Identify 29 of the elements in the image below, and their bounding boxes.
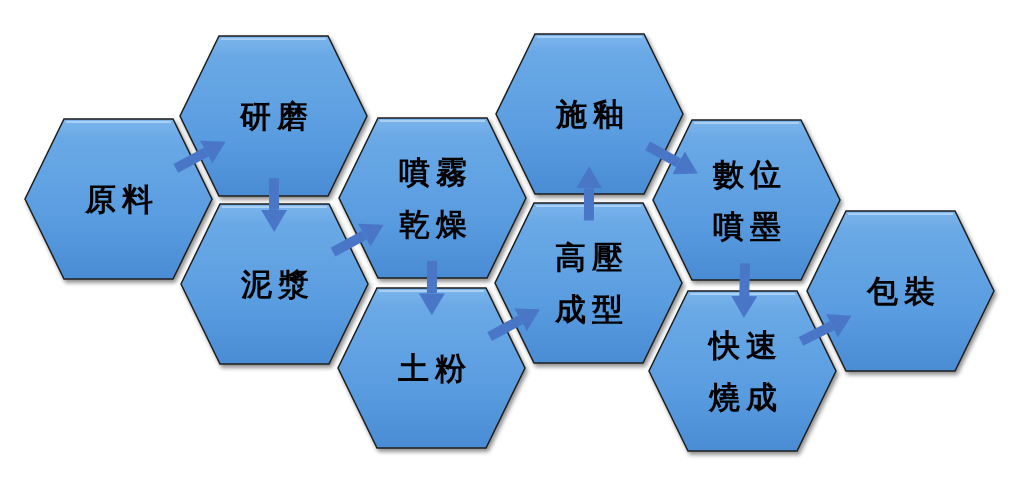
process-hexagon — [337, 287, 526, 449]
step-label: 土粉 — [396, 349, 473, 388]
arrow — [261, 178, 288, 232]
step-label: 高壓成型 — [553, 238, 630, 329]
step-label: 快速燒成 — [706, 326, 784, 417]
arrow — [798, 314, 852, 346]
step-label: 泥漿 — [239, 265, 316, 304]
process-hexagon — [180, 203, 369, 365]
process-hexagon — [806, 210, 995, 372]
step-label: 研磨 — [238, 97, 315, 136]
arrow — [731, 263, 758, 318]
process-hexagon — [179, 35, 368, 197]
process-hexagon — [494, 202, 683, 364]
arrow — [576, 166, 603, 221]
step-label: 原料 — [83, 180, 160, 219]
step-label: 包裝 — [865, 272, 942, 311]
process-hexagon — [24, 118, 213, 280]
step-label: 施釉 — [554, 95, 631, 134]
process-hexagon — [648, 290, 837, 452]
arrow — [487, 308, 540, 341]
arrow — [173, 140, 226, 173]
process-hexagon — [495, 33, 684, 195]
process-hexagon — [338, 117, 527, 279]
arrow — [645, 141, 698, 175]
step-label: 噴霧乾燥 — [397, 153, 474, 244]
process-hexagon — [652, 119, 841, 281]
step-label: 數位噴墨 — [711, 155, 788, 246]
arrow — [418, 260, 445, 316]
arrow — [330, 223, 384, 257]
